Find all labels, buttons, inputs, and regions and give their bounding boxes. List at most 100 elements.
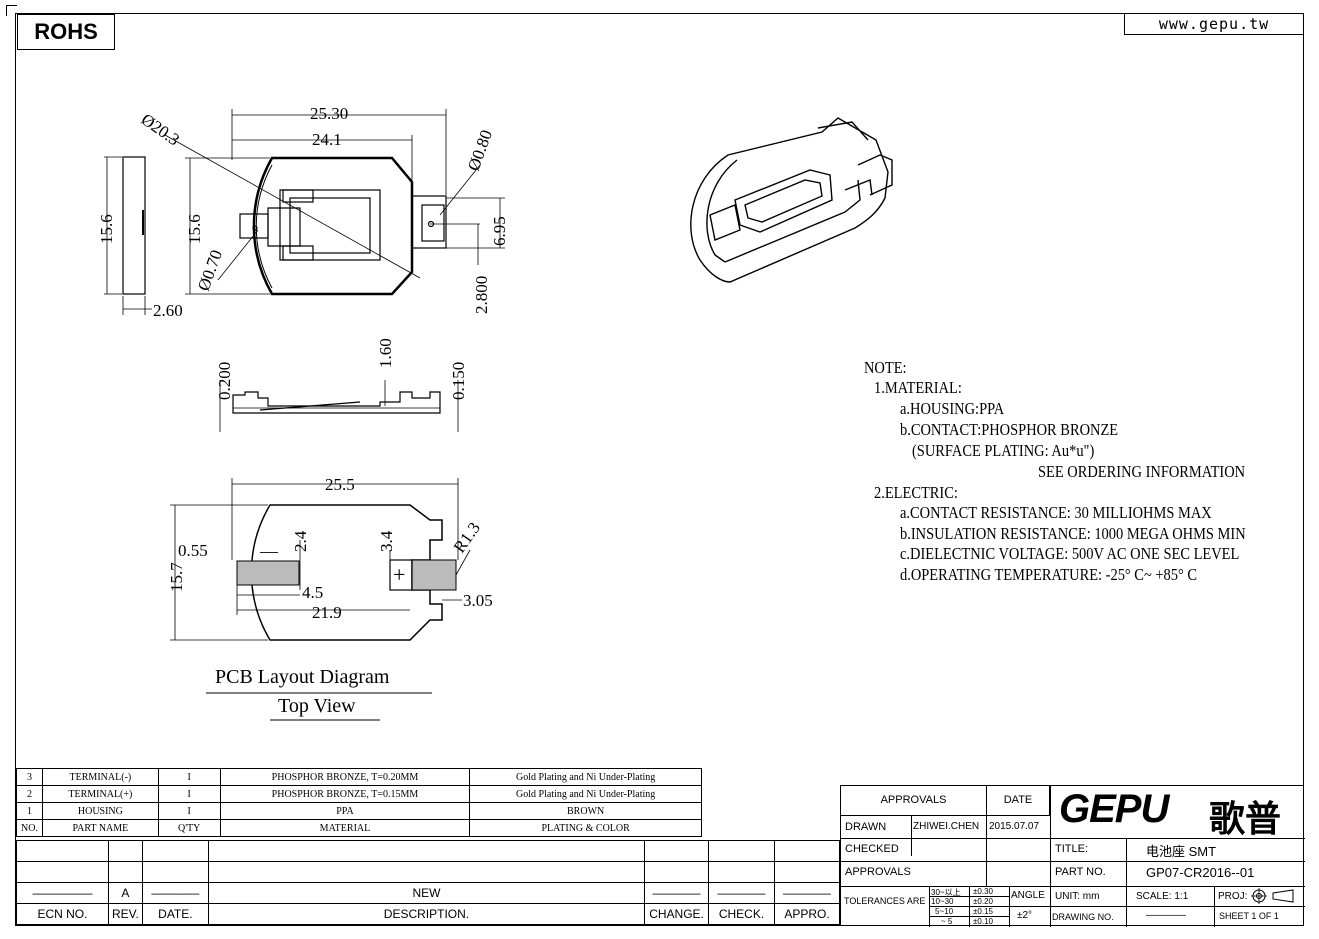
dim-diameter: Ø20.3 — [138, 110, 183, 150]
dim-pad-plus-height: 3.4 — [377, 530, 396, 552]
pcb-layout-view — [170, 478, 471, 641]
note-contact: b.CONTACT:PHOSPHOR BRONZE — [900, 420, 1119, 439]
rev-description: NEW — [207, 882, 646, 904]
bom-row: 2 TERMINAL(+) I PHOSPHOR BRONZE, T=0.15M… — [16, 785, 702, 803]
tol-value: ±0.15 — [973, 907, 993, 916]
dim-side-right: 0.150 — [449, 362, 468, 400]
pcb-layout-title: PCB Layout Diagram — [215, 666, 390, 688]
dim-hole-large: Ø0.80 — [464, 127, 496, 173]
rohs-badge: ROHS — [17, 14, 115, 50]
isometric-view — [690, 117, 893, 283]
checked-label: CHECKED — [845, 843, 899, 855]
dim-side-left: 0.200 — [215, 362, 234, 400]
bom-qty: I — [157, 768, 221, 786]
projection-symbol-icon — [1251, 888, 1294, 904]
drawing-no-value: ———— — [1146, 910, 1186, 921]
dim-pad-width: 4.5 — [302, 583, 323, 602]
rev-date: ———— — [141, 882, 209, 904]
date-label: DATE — [1003, 794, 1033, 806]
approvals2-label: APPROVALS — [845, 866, 911, 878]
bom-no: 1 — [16, 802, 43, 820]
drawing-frame — [15, 13, 1304, 926]
bom-header-no: NO. — [16, 819, 43, 837]
note-plating: (SURFACE PLATING: Au*u") — [912, 441, 1095, 460]
sheet-label: SHEET 1 OF 1 — [1219, 911, 1279, 921]
rev-header-check: CHECK. — [708, 903, 775, 925]
note-temperature: d.OPERATING TEMPERATURE: -25° C~ +85° C — [900, 565, 1198, 584]
tolerances-label: TOLERANCES ARE — [844, 896, 926, 906]
bom-material: PHOSPHOR BRONZE, T=0.20MM — [219, 768, 471, 786]
tol-value: ±0.10 — [973, 917, 993, 926]
note-material: 1.MATERIAL: — [874, 378, 962, 397]
pcb-layout-subtitle: Top View — [278, 695, 356, 717]
bom-header-row: NO. PART NAME Q'TY MATERIAL PLATING & CO… — [16, 819, 702, 837]
bom-plating: Gold Plating and Ni Under-Plating — [469, 785, 702, 803]
tol-value: ±0.30 — [973, 887, 993, 896]
title-value: 电池座 SMT — [1146, 844, 1217, 859]
bom-material: PHOSPHOR BRONZE, T=0.15MM — [219, 785, 471, 803]
tol-range: 30~以上 — [931, 888, 961, 897]
dim-overall-length: 25.30 — [310, 104, 348, 123]
bom-row: 3 TERMINAL(-) I PHOSPHOR BRONZE, T=0.20M… — [16, 768, 702, 786]
rev-header-ecn: ECN NO. — [16, 903, 109, 925]
bom-qty: I — [157, 802, 221, 820]
dim-side-thickness: 2.60 — [153, 301, 183, 320]
website-label: www.gepu.tw — [1124, 13, 1304, 35]
part-no-label: PART NO. — [1055, 866, 1106, 878]
bom-header-material: MATERIAL — [219, 819, 471, 837]
bom-header-plating: PLATING & COLOR — [469, 819, 702, 837]
corner-mark — [6, 5, 17, 16]
part-no-value: GP07-CR2016--01 — [1146, 865, 1255, 880]
revision-header-row: ECN NO. REV. DATE. DESCRIPTION. CHANGE. … — [16, 903, 841, 925]
dim-body-height: 15.6 — [185, 214, 204, 244]
bom-no: 2 — [16, 785, 43, 803]
gepu-logo: GEPU — [1059, 787, 1169, 831]
bom-part: HOUSING — [41, 802, 159, 820]
bom-row: 1 HOUSING I PPA BROWN — [16, 802, 702, 820]
note-insulation: b.INSULATION RESISTANCE: 1000 MEGA OHMS … — [900, 524, 1246, 543]
tol-range: ~ 5 — [941, 917, 953, 926]
top-view — [164, 109, 505, 296]
note-electric: 2.ELECTRIC: — [874, 483, 958, 502]
rev-header-change: CHANGE. — [644, 903, 710, 925]
gepu-logo-cn: 歌普 — [1209, 798, 1282, 839]
drawn-date: 2015.07.07 — [989, 821, 1040, 832]
rev-header-rev: REV. — [107, 903, 143, 925]
approvals-label: APPROVALS — [880, 794, 947, 806]
dim-pcb-length: 25.5 — [325, 475, 355, 494]
scale-label: SCALE: 1:1 — [1136, 891, 1189, 902]
title-label: TITLE: — [1055, 843, 1089, 855]
tol-range: 5~10 — [935, 907, 954, 916]
bom-header-qty: Q'TY — [157, 819, 221, 837]
dim-body-length: 24.1 — [312, 130, 342, 149]
title-block: APPROVALS DATE DRAWN ZHIWEI.CHEN 2015.07… — [840, 785, 1305, 927]
dim-terminal-offset: 2.800 — [472, 276, 491, 314]
plus-symbol: + — [393, 562, 405, 587]
rev-header-desc: DESCRIPTION. — [207, 903, 646, 925]
angle-label: ANGLE — [1011, 890, 1045, 901]
drawing-no-label: DRAWING NO. — [1052, 912, 1114, 922]
bom-material: PPA — [219, 802, 471, 820]
tol-value: ±0.20 — [973, 897, 993, 906]
side-profile-view — [104, 156, 152, 315]
dim-pad-minus-height: 2.4 — [291, 530, 310, 552]
bom-plating: BROWN — [469, 802, 702, 820]
rev-letter: A — [107, 882, 143, 904]
bom-part: TERMINAL(-) — [41, 768, 159, 786]
dim-pad-span: 21.9 — [312, 603, 342, 622]
bom-plating: Gold Plating and Ni Under-Plating — [469, 768, 702, 786]
note-contact-resistance: a.CONTACT RESISTANCE: 30 MILLIOHMS MAX — [900, 503, 1212, 522]
bom-part: TERMINAL(+) — [41, 785, 159, 803]
bom-qty: I — [157, 785, 221, 803]
proj-label: PROJ: — [1218, 891, 1248, 902]
dim-pad-end: 3.05 — [463, 591, 493, 610]
side-view — [219, 380, 459, 432]
note-voltage: c.DIELECTNIC VOLTAGE: 500V AC ONE SEC LE… — [900, 544, 1240, 563]
revision-table: ————— A ———— NEW ———— ———— ———— ECN NO. … — [16, 840, 841, 925]
dim-radius: R1.3 — [450, 519, 484, 557]
drawn-by: ZHIWEI.CHEN — [913, 821, 980, 832]
rev-header-date: DATE. — [141, 903, 209, 925]
note-heading: NOTE: — [864, 358, 907, 377]
drawn-label: DRAWN — [845, 821, 887, 833]
dim-pcb-height: 15.7 — [167, 562, 186, 592]
